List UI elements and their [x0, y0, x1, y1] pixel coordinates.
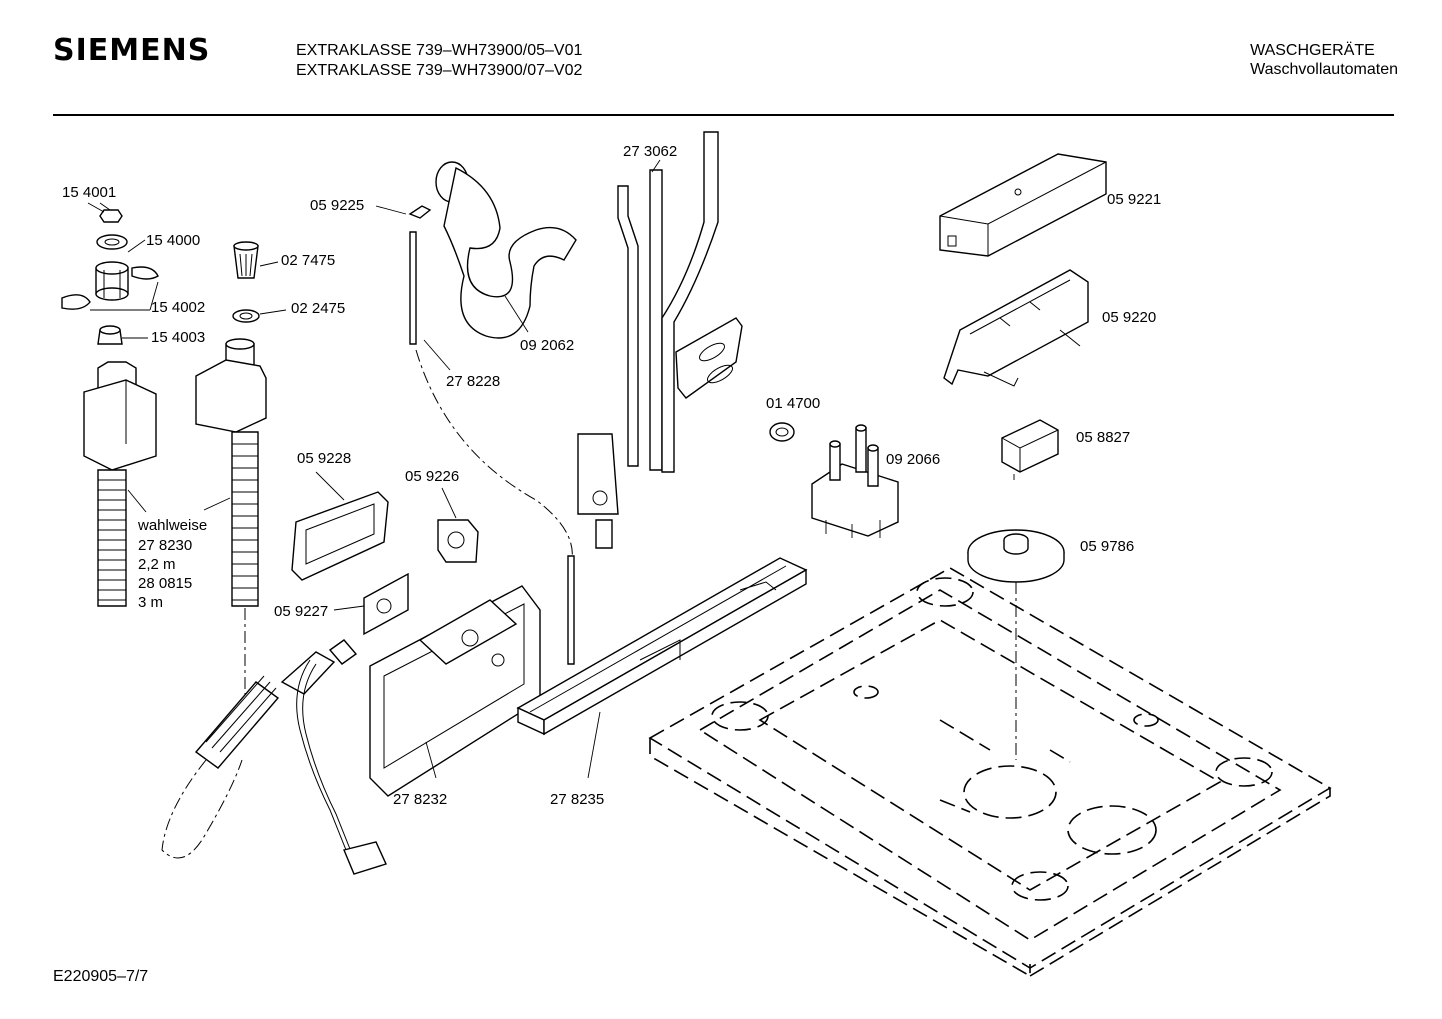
label-014700: 01 4700 [766, 395, 820, 412]
drawing-code: E220905–7/7 [53, 968, 149, 985]
label-059221: 05 9221 [1107, 191, 1161, 208]
product-category: WASCHGERÄTE Waschvollautomaten [1250, 41, 1398, 79]
label-154003: 15 4003 [151, 329, 205, 346]
label-092062: 09 2062 [520, 337, 574, 354]
hose-option-note: wahlweise 27 8230 2,2 m 28 0815 3 m [137, 517, 207, 611]
label-027475: 02 7475 [281, 252, 335, 269]
part-022475-drawing [232, 309, 287, 323]
hose-note-line-1: wahlweise [137, 517, 207, 534]
drain-hose-right-drawing [161, 338, 387, 875]
part-059225-drawing [375, 205, 432, 219]
part-059226-drawing [437, 487, 479, 563]
part-059228-drawing [291, 471, 389, 581]
part-014700-drawing [769, 422, 795, 442]
category-line-1: WASCHGERÄTE [1250, 42, 1375, 59]
label-154002: 15 4002 [151, 299, 205, 316]
part-273062-drawing [617, 131, 719, 473]
part-154000-drawing [96, 234, 146, 253]
bracket-drawing [675, 317, 743, 399]
hose-note-line-4: 28 0815 [138, 575, 192, 592]
part-154001-drawing [87, 202, 123, 223]
label-058827: 05 8827 [1076, 429, 1130, 446]
label-154001: 15 4001 [62, 184, 116, 201]
part-058827-drawing [1001, 419, 1059, 480]
drain-hose-left-drawing [83, 361, 157, 607]
part-278228-drawing [409, 231, 575, 665]
label-059786: 05 9786 [1080, 538, 1134, 555]
hose-note-line-5: 3 m [138, 594, 163, 611]
category-line-2: Waschvollautomaten [1250, 61, 1398, 78]
part-092062-drawing [435, 161, 577, 339]
part-027475-drawing [233, 241, 279, 279]
label-092066: 09 2066 [886, 451, 940, 468]
part-278232-drawing [369, 585, 541, 797]
model-line-1: EXTRAKLASSE 739–WH73900/05–V01 [296, 42, 583, 59]
label-278232: 27 8232 [393, 791, 447, 808]
part-059227-drawing [333, 572, 409, 636]
header-rule [53, 114, 1394, 116]
hose-note-line-3: 2,2 m [138, 556, 176, 573]
part-154002-drawing [61, 266, 159, 311]
hose-note-line-2: 27 8230 [138, 537, 192, 554]
label-022475: 02 2475 [291, 300, 345, 317]
part-059786-drawing [967, 529, 1065, 760]
model-designation: EXTRAKLASSE 739–WH73900/05–V01 EXTRAKLAS… [296, 41, 582, 81]
label-059227: 05 9227 [274, 603, 328, 620]
base-frame-drawing [648, 567, 1332, 978]
label-278235: 27 8235 [550, 791, 604, 808]
brand-logo: SIEMENS [53, 33, 211, 68]
model-line-2: EXTRAKLASSE 739–WH73900/07–V02 [296, 62, 583, 79]
label-059226: 05 9226 [405, 468, 459, 485]
label-059228: 05 9228 [297, 450, 351, 467]
label-278228: 27 8228 [446, 373, 500, 390]
label-059225: 05 9225 [310, 197, 364, 214]
plate-drawing [577, 433, 619, 549]
part-092066-drawing [811, 424, 899, 538]
part-nut-drawing [95, 261, 129, 301]
part-059220-drawing [943, 269, 1089, 387]
part-059221-drawing [939, 153, 1107, 257]
part-278235-drawing [516, 557, 808, 779]
part-154003-drawing [97, 325, 148, 345]
label-059220: 05 9220 [1102, 309, 1156, 326]
label-273062: 27 3062 [623, 143, 677, 160]
label-154000: 15 4000 [146, 232, 200, 249]
